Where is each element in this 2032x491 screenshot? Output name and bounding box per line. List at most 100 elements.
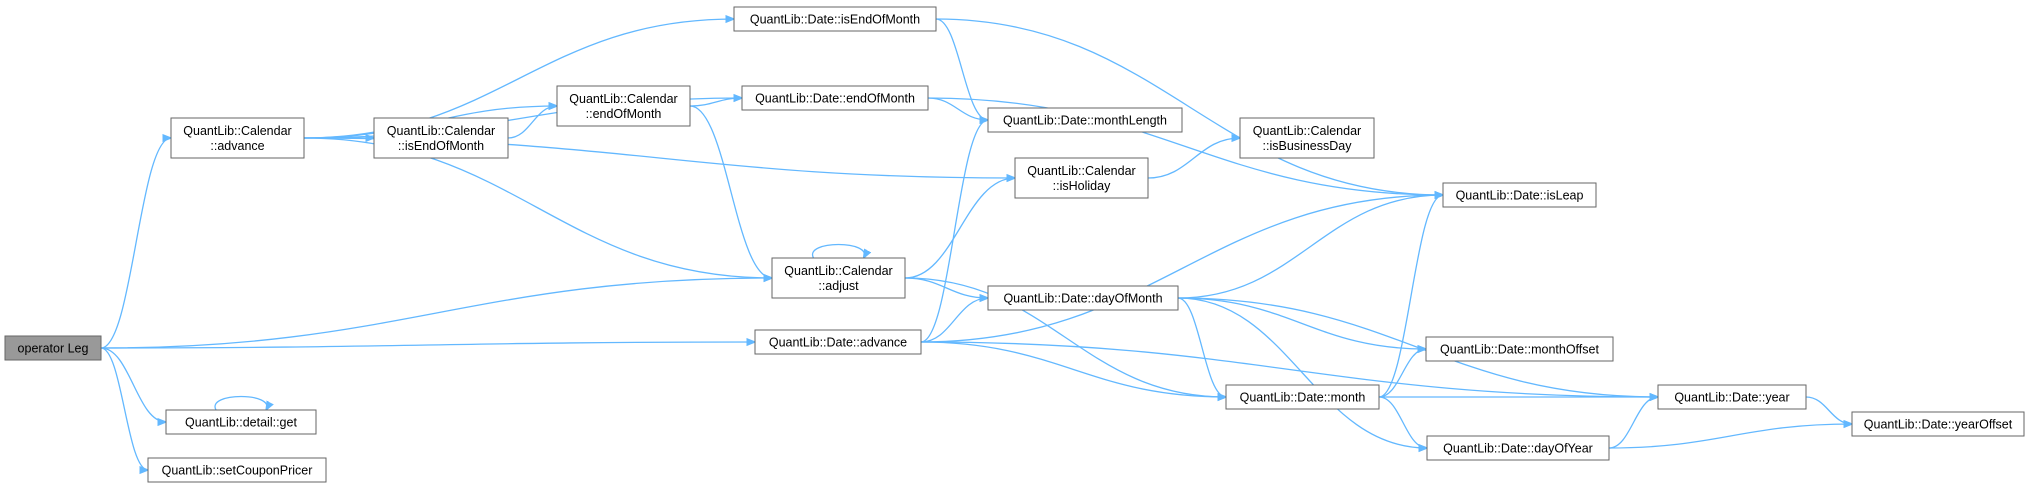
node-box[interactable] [170,117,305,159]
node-box[interactable] [1239,117,1375,159]
edge-date-day-of-month-to-date-month [1177,297,1226,397]
edge-operator-leg-to-date-advance [100,342,755,349]
node-box[interactable] [771,257,906,299]
node-operator-leg[interactable]: operator Leg [4,335,102,361]
node-date-end-of-month[interactable]: QuantLib::Date::endOfMonth [741,85,929,111]
edge-detail-get-to-detail-get [214,395,267,411]
edge-cal-adjust-to-cal-adjust [811,243,865,259]
node-box[interactable] [4,335,102,361]
node-box[interactable] [147,457,327,483]
edges-layer [100,18,1852,470]
node-date-day-of-year[interactable]: QuantLib::Date::dayOfYear [1426,435,1610,461]
node-date-is-leap[interactable]: QuantLib::Date::isLeap [1442,182,1597,208]
node-label: QuantLib::Calendar [387,124,495,138]
node-label: QuantLib::Date::advance [769,336,907,350]
node-date-year-offset[interactable]: QuantLib::Date::yearOffset [1851,411,2025,437]
edge-date-year-to-date-year-offset [1805,396,1852,424]
node-detail-get[interactable]: QuantLib::detail::get [165,409,317,435]
node-label: QuantLib::Calendar [784,264,892,278]
edge-date-month-to-date-month-offset [1378,349,1426,398]
node-date-day-of-month[interactable]: QuantLib::Date::dayOfMonth [987,285,1179,311]
edge-cal-adjust-to-cal-is-holiday [904,178,1015,279]
edge-date-advance-to-date-year [920,341,1658,397]
edge-date-month-to-date-is-leap [1378,195,1443,398]
node-label: ::advance [210,139,264,153]
node-label: QuantLib::Date::year [1674,391,1789,405]
node-set-coupon-pricer[interactable]: QuantLib::setCouponPricer [147,457,327,483]
node-box[interactable] [754,329,922,355]
node-date-is-end-of-month[interactable]: QuantLib::Date::isEndOfMonth [733,6,937,32]
node-label: QuantLib::Calendar [1027,164,1135,178]
node-label: QuantLib::setCouponPricer [162,464,313,478]
edge-date-end-of-month-to-date-month-length [927,97,988,120]
node-date-advance[interactable]: QuantLib::Date::advance [754,329,922,355]
node-label: QuantLib::Date::month [1240,391,1366,405]
node-box[interactable] [1442,182,1597,208]
edge-cal-is-holiday-to-cal-is-business-day [1147,138,1240,179]
node-cal-is-business-day[interactable]: QuantLib::Calendar::isBusinessDay [1239,117,1375,159]
edge-cal-is-end-of-month-to-cal-end-of-month [507,106,557,139]
edge-date-advance-to-date-month [920,341,1226,397]
node-label: QuantLib::Date::isLeap [1456,189,1584,203]
edge-date-day-of-month-to-date-day-of-year [1177,297,1427,448]
edge-date-day-of-year-to-date-year-offset [1608,424,1852,449]
node-cal-advance[interactable]: QuantLib::Calendar::advance [170,117,305,159]
node-label: QuantLib::Date::isEndOfMonth [750,13,920,27]
node-label: QuantLib::Calendar [183,124,291,138]
node-label: QuantLib::Date::monthLength [1003,114,1167,128]
edge-operator-leg-to-cal-advance [100,138,171,349]
node-cal-is-end-of-month[interactable]: QuantLib::Calendar::isEndOfMonth [373,117,509,159]
node-box[interactable] [373,117,509,159]
node-label: QuantLib::Date::monthOffset [1440,343,1599,357]
edge-cal-end-of-month-to-cal-adjust [689,105,772,278]
node-box[interactable] [987,107,1183,133]
node-box[interactable] [1657,384,1807,410]
node-cal-end-of-month[interactable]: QuantLib::Calendar::endOfMonth [556,85,691,127]
edge-cal-adjust-to-date-month [904,277,1226,397]
edge-cal-advance-to-cal-adjust [303,137,772,278]
node-label: QuantLib::Date::yearOffset [1864,418,2013,432]
node-box[interactable] [733,6,937,32]
edge-date-advance-to-date-month-length [920,120,988,343]
edge-date-day-of-month-to-date-month-offset [1177,297,1426,349]
node-box[interactable] [987,285,1179,311]
edge-cal-end-of-month-to-date-end-of-month [689,98,742,107]
node-label: ::isEndOfMonth [398,139,484,153]
node-box[interactable] [741,85,929,111]
edge-date-day-of-month-to-date-is-leap [1177,195,1443,299]
node-label: ::endOfMonth [586,107,662,121]
edge-date-advance-to-date-is-leap [920,195,1443,343]
node-label: operator Leg [18,342,89,356]
node-date-year[interactable]: QuantLib::Date::year [1657,384,1807,410]
node-box[interactable] [165,409,317,435]
edge-date-is-end-of-month-to-date-month-length [935,18,988,120]
node-label: QuantLib::Date::dayOfMonth [1003,292,1162,306]
edge-operator-leg-to-detail-get [100,347,166,422]
node-label: QuantLib::Calendar [569,92,677,106]
node-box[interactable] [1426,435,1610,461]
node-cal-adjust[interactable]: QuantLib::Calendar::adjust [771,257,906,299]
node-box[interactable] [1425,336,1614,362]
node-label: QuantLib::detail::get [185,416,297,430]
node-box[interactable] [1014,157,1149,199]
node-cal-is-holiday[interactable]: QuantLib::Calendar::isHoliday [1014,157,1149,199]
edge-operator-leg-to-cal-adjust [100,278,772,349]
node-box[interactable] [1225,384,1380,410]
edge-date-advance-to-date-day-of-month [920,298,988,343]
node-label: ::isHoliday [1053,179,1111,193]
nodes-layer: operator LegQuantLib::Calendar::advanceQ… [4,6,2025,483]
edge-date-day-of-year-to-date-year [1608,397,1658,449]
edge-date-month-to-date-day-of-year [1378,396,1427,448]
node-label: QuantLib::Calendar [1253,124,1361,138]
node-label: ::adjust [818,279,859,293]
node-label: QuantLib::Date::endOfMonth [755,92,915,106]
node-date-month-offset[interactable]: QuantLib::Date::monthOffset [1425,336,1614,362]
node-box[interactable] [556,85,691,127]
edge-date-is-end-of-month-to-date-is-leap [935,18,1443,195]
edge-operator-leg-to-set-coupon-pricer [100,347,148,470]
node-box[interactable] [1851,411,2025,437]
edge-date-end-of-month-to-date-is-leap [927,97,1443,195]
node-date-month-length[interactable]: QuantLib::Date::monthLength [987,107,1183,133]
node-date-month[interactable]: QuantLib::Date::month [1225,384,1380,410]
